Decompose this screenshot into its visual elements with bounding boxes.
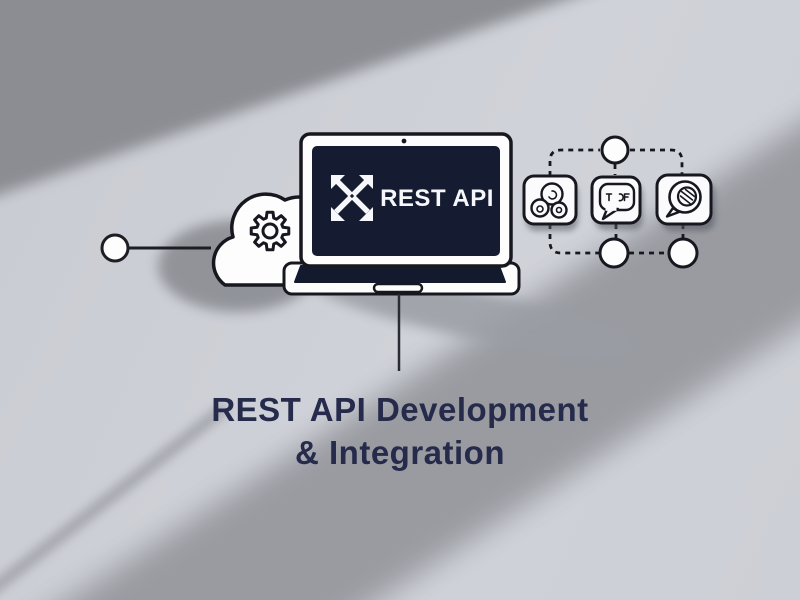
heading-line-2: & Integration	[295, 434, 505, 471]
laptop-screen	[312, 146, 500, 256]
chat-blocked-icon	[655, 173, 713, 226]
node-circle-bottom-center	[598, 237, 630, 269]
left-connector	[100, 233, 211, 263]
node-circle-left	[100, 233, 130, 263]
node-circle-top	[600, 135, 630, 165]
heading-line-1: REST API Development	[211, 391, 589, 428]
chat-symbols-icon	[590, 175, 642, 225]
laptop: REST API	[282, 132, 521, 371]
node-circle-bottom-right	[667, 237, 699, 269]
webcam-dot	[401, 138, 407, 144]
bubbles-cluster-icon	[522, 174, 578, 226]
heading: REST API Development & Integration	[0, 388, 800, 474]
laptop-keyboard	[294, 265, 506, 283]
gear-hole	[261, 222, 279, 240]
laptop-notch	[372, 282, 424, 294]
gear-icon	[249, 210, 291, 252]
screen-label: REST API	[380, 185, 494, 212]
integration-diagram	[522, 135, 715, 269]
expand-arrows-icon	[331, 175, 373, 221]
